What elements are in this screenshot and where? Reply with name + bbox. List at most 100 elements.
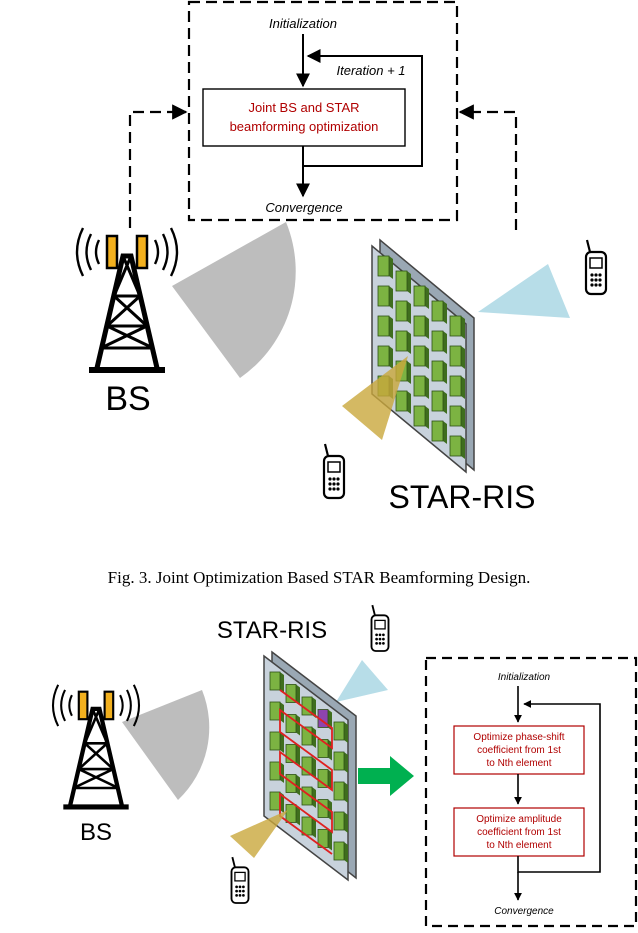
reflection-beam-2 [336, 660, 388, 702]
reflection-beam [478, 264, 570, 318]
ris-element-side [443, 361, 447, 384]
ris-element [333, 841, 345, 861]
figure-caption: Fig. 3. Joint Optimization Based STAR Be… [108, 568, 531, 587]
ris-element-side [389, 346, 393, 369]
ris-element-side [407, 331, 411, 354]
ris-element [285, 744, 297, 763]
ris-element [317, 739, 329, 758]
ris-element [301, 726, 313, 746]
reflection-user-phone-icon-2 [370, 604, 390, 652]
ris-element [377, 255, 390, 277]
ris-element [285, 804, 297, 823]
ris-element-side [296, 714, 300, 736]
ris-element [333, 751, 345, 771]
ris-element-side [344, 842, 348, 863]
ris-element-side [328, 769, 332, 791]
ris-element [285, 714, 297, 733]
ris-element-side [344, 782, 348, 803]
ris-element-side [344, 752, 348, 773]
ris-element-side [425, 316, 429, 339]
initialization-label-2: Initialization [498, 672, 551, 683]
ris-element [413, 345, 426, 367]
ris-element-side [312, 697, 316, 718]
ris-element [333, 721, 345, 741]
ris-element [269, 791, 281, 811]
ris-element [413, 405, 426, 427]
ris-element-side [461, 406, 465, 429]
bs-beam-sector-2 [122, 690, 210, 800]
ris-element-side [407, 361, 411, 384]
ris-element [317, 769, 329, 788]
ris-element-side [425, 346, 429, 369]
ris-element [413, 375, 426, 397]
ris-element-side [443, 331, 447, 354]
procedure-dashed-box [424, 656, 638, 928]
ris-element-side [328, 829, 332, 851]
block-text-line1: Joint BS and STAR [248, 100, 359, 115]
ris-element-side [407, 391, 411, 414]
ris-link-dashed [458, 104, 518, 230]
transmission-user-phone-icon-2 [230, 856, 250, 904]
ris-element [431, 360, 444, 382]
ris-element [395, 270, 408, 292]
bs-tower-icon [77, 228, 177, 370]
ris-element-side [296, 804, 300, 826]
ris-element-side [389, 256, 393, 279]
ris-element-side [461, 436, 465, 459]
figure-2: STAR-RIS BS Initialization Optimize phas… [53, 604, 638, 928]
ris-element [395, 300, 408, 322]
ris-element-side [389, 286, 393, 309]
ris-element-side [296, 744, 300, 766]
ris-element-side [344, 812, 348, 833]
reflection-user-phone-icon [584, 238, 608, 296]
phase-shift-text-1: Optimize phase-shift [473, 732, 564, 743]
ris-element [269, 671, 281, 691]
ris-element-side [389, 316, 393, 339]
star-ris-label: STAR-RIS [389, 479, 536, 515]
ris-element [395, 330, 408, 352]
bs-tower-icon-2 [53, 685, 139, 807]
convergence-label-2: Convergence [494, 906, 554, 917]
ris-element-side [312, 787, 316, 808]
ris-element-side [425, 286, 429, 309]
ris-element-side [461, 316, 465, 339]
ris-element-side [443, 391, 447, 414]
ris-element [413, 315, 426, 337]
ris-element-side [407, 301, 411, 324]
ris-element [431, 390, 444, 412]
amplitude-text-1: Optimize amplitude [476, 814, 562, 825]
figure-1: BS STAR-RIS Initialization Joint BS and … [77, 0, 608, 515]
ris-element [449, 315, 462, 337]
ris-element [377, 345, 390, 367]
star-ris-label-2: STAR-RIS [217, 617, 327, 644]
block-text-line2: beamforming optimization [230, 119, 379, 134]
ris-element [301, 786, 313, 806]
ris-element [395, 390, 408, 412]
ris-element-side [296, 774, 300, 796]
ris-element-side [280, 672, 284, 693]
bs-link-dashed [128, 104, 188, 228]
ris-element [449, 435, 462, 457]
bs-label: BS [105, 380, 150, 418]
amplitude-block [453, 807, 585, 857]
ris-element [269, 731, 281, 751]
ris-element [449, 345, 462, 367]
green-arrow-icon [358, 756, 414, 796]
iteration-label: Iteration + 1 [336, 63, 405, 78]
ris-element-side [461, 346, 465, 369]
ris-element [431, 330, 444, 352]
phase-shift-text-3: to Nth element [486, 758, 551, 769]
ris-element [269, 761, 281, 781]
ris-element-side [312, 817, 316, 838]
transmission-user-phone-icon [322, 442, 346, 500]
bs-label-2: BS [80, 819, 112, 846]
ris-element-side [407, 271, 411, 294]
ris-element [377, 285, 390, 307]
bs-beam-sector [172, 222, 296, 378]
ris-element-side [443, 301, 447, 324]
joint-optimization-block [202, 88, 406, 147]
optimization-dashed-box [187, 0, 459, 222]
ris-element [431, 420, 444, 442]
ris-element [449, 405, 462, 427]
